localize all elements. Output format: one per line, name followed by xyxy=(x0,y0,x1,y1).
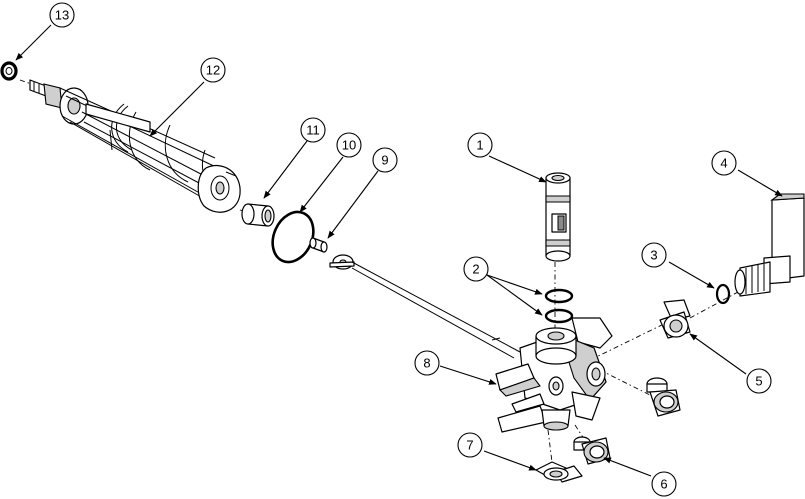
part-1-spool xyxy=(546,173,570,261)
part-11-bushing xyxy=(242,204,274,226)
callout-2-label: 2 xyxy=(472,262,479,277)
callout-5: 5 xyxy=(747,369,771,393)
part-7-wing-nut xyxy=(536,462,582,482)
callout-3: 3 xyxy=(642,243,666,267)
part-9-pin xyxy=(310,238,327,252)
part-13-washer xyxy=(2,63,16,79)
part-5-cam xyxy=(660,300,690,338)
callout-11-label: 11 xyxy=(306,123,320,138)
callout-5-label: 5 xyxy=(755,374,762,389)
part-3-small-o-ring xyxy=(717,285,729,303)
callout-7-label: 7 xyxy=(466,438,473,453)
callout-8-label: 8 xyxy=(423,356,430,371)
part-6-knob xyxy=(574,437,610,464)
part-8-valve-body xyxy=(496,318,612,432)
part-8-rod xyxy=(330,255,520,358)
callout-1-label: 1 xyxy=(476,138,483,153)
callout-3-label: 3 xyxy=(650,248,657,263)
callout-7: 7 xyxy=(458,433,482,457)
callout-12: 12 xyxy=(201,58,225,82)
callout-8: 8 xyxy=(415,351,439,375)
part-4-lever-handle xyxy=(735,194,804,296)
callout-10-label: 10 xyxy=(342,138,356,153)
callout-6-label: 6 xyxy=(660,477,667,492)
callout-6: 6 xyxy=(652,472,676,496)
part-12-agitator-assembly xyxy=(30,80,240,212)
callout-1: 1 xyxy=(468,133,492,157)
part-6-knob-upper xyxy=(647,378,680,416)
callout-9: 9 xyxy=(373,148,397,172)
callout-13: 13 xyxy=(50,3,74,27)
callout-2: 2 xyxy=(464,257,488,281)
callout-10: 10 xyxy=(337,133,361,157)
part-2-o-rings xyxy=(546,290,572,322)
callout-11: 11 xyxy=(301,118,325,142)
callout-12-label: 12 xyxy=(206,63,220,78)
callout-13-label: 13 xyxy=(55,8,69,23)
callout-4-label: 4 xyxy=(720,156,727,171)
callout-4: 4 xyxy=(712,151,736,175)
callout-9-label: 9 xyxy=(381,153,388,168)
center-lines xyxy=(20,80,738,462)
